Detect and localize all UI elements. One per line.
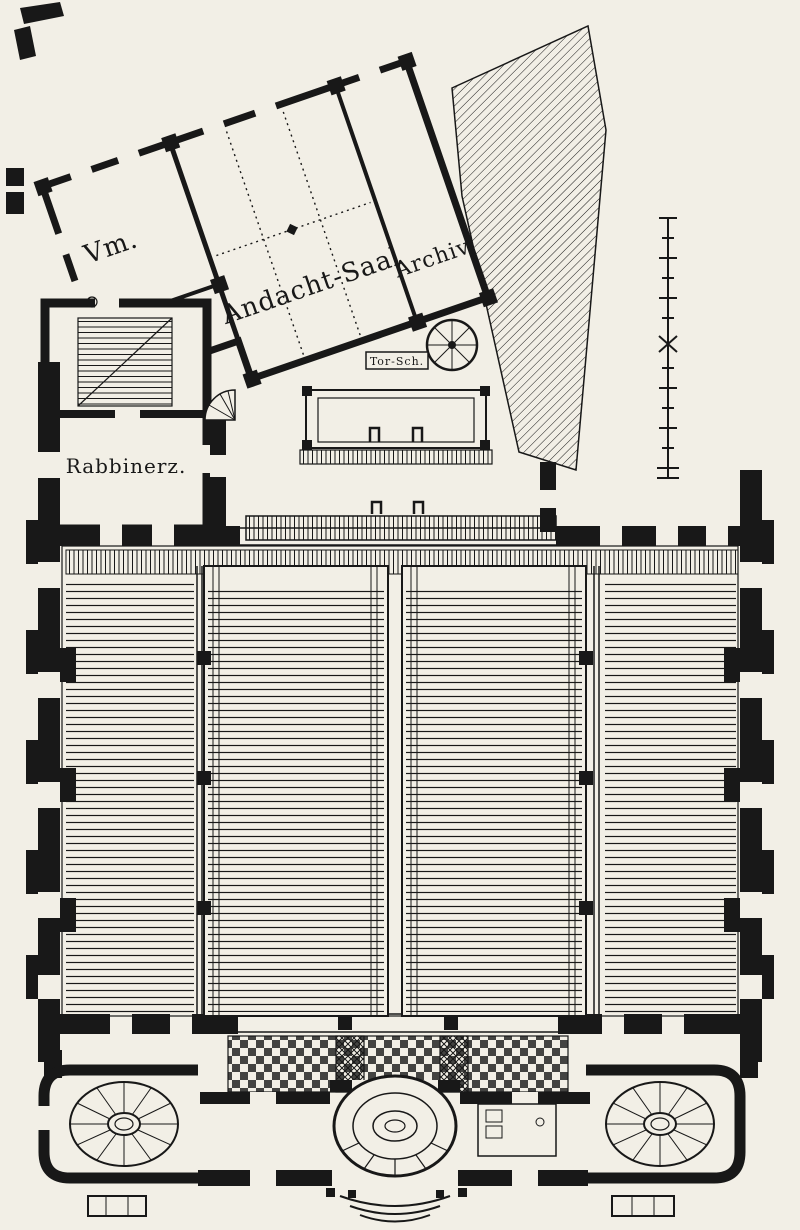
adjacent-building-hatch xyxy=(451,24,607,471)
side-room xyxy=(477,1103,557,1157)
fan-stair xyxy=(204,389,236,421)
stair-right xyxy=(586,1064,762,1184)
wall-right xyxy=(740,470,762,1062)
stair-left xyxy=(38,1064,198,1184)
hall-walls xyxy=(26,362,774,1062)
plan-fragments xyxy=(6,2,64,214)
spiral-stair xyxy=(425,318,479,372)
pew-block-left xyxy=(66,582,194,1014)
scale-bar xyxy=(657,217,679,479)
tor-sch-label: Tor-Sch. xyxy=(370,355,424,368)
pew-block-right xyxy=(605,582,736,1014)
door-swing xyxy=(86,296,98,308)
vestibule xyxy=(38,1035,762,1223)
wall-bottom-left xyxy=(58,1014,238,1034)
wall-pilasters xyxy=(60,648,740,932)
tor-sch-box xyxy=(365,351,429,370)
wall-top-left xyxy=(58,526,240,546)
pew-block-center-left xyxy=(203,565,389,1017)
entrance-steps xyxy=(339,1195,451,1223)
stoops xyxy=(87,1195,675,1217)
main-hall xyxy=(26,362,774,1062)
hall-columns xyxy=(197,651,593,915)
annex: Rabbinerz. xyxy=(38,296,213,534)
choir-step xyxy=(299,449,493,465)
pew-block-center-right xyxy=(401,565,587,1017)
ark-platform xyxy=(302,386,490,450)
center-boss xyxy=(286,223,298,236)
wall-left xyxy=(38,362,60,1062)
entrance-apse xyxy=(330,1074,460,1178)
bottom-wall xyxy=(198,1170,588,1198)
room-label-rabbinerz: Rabbinerz. xyxy=(66,454,187,478)
